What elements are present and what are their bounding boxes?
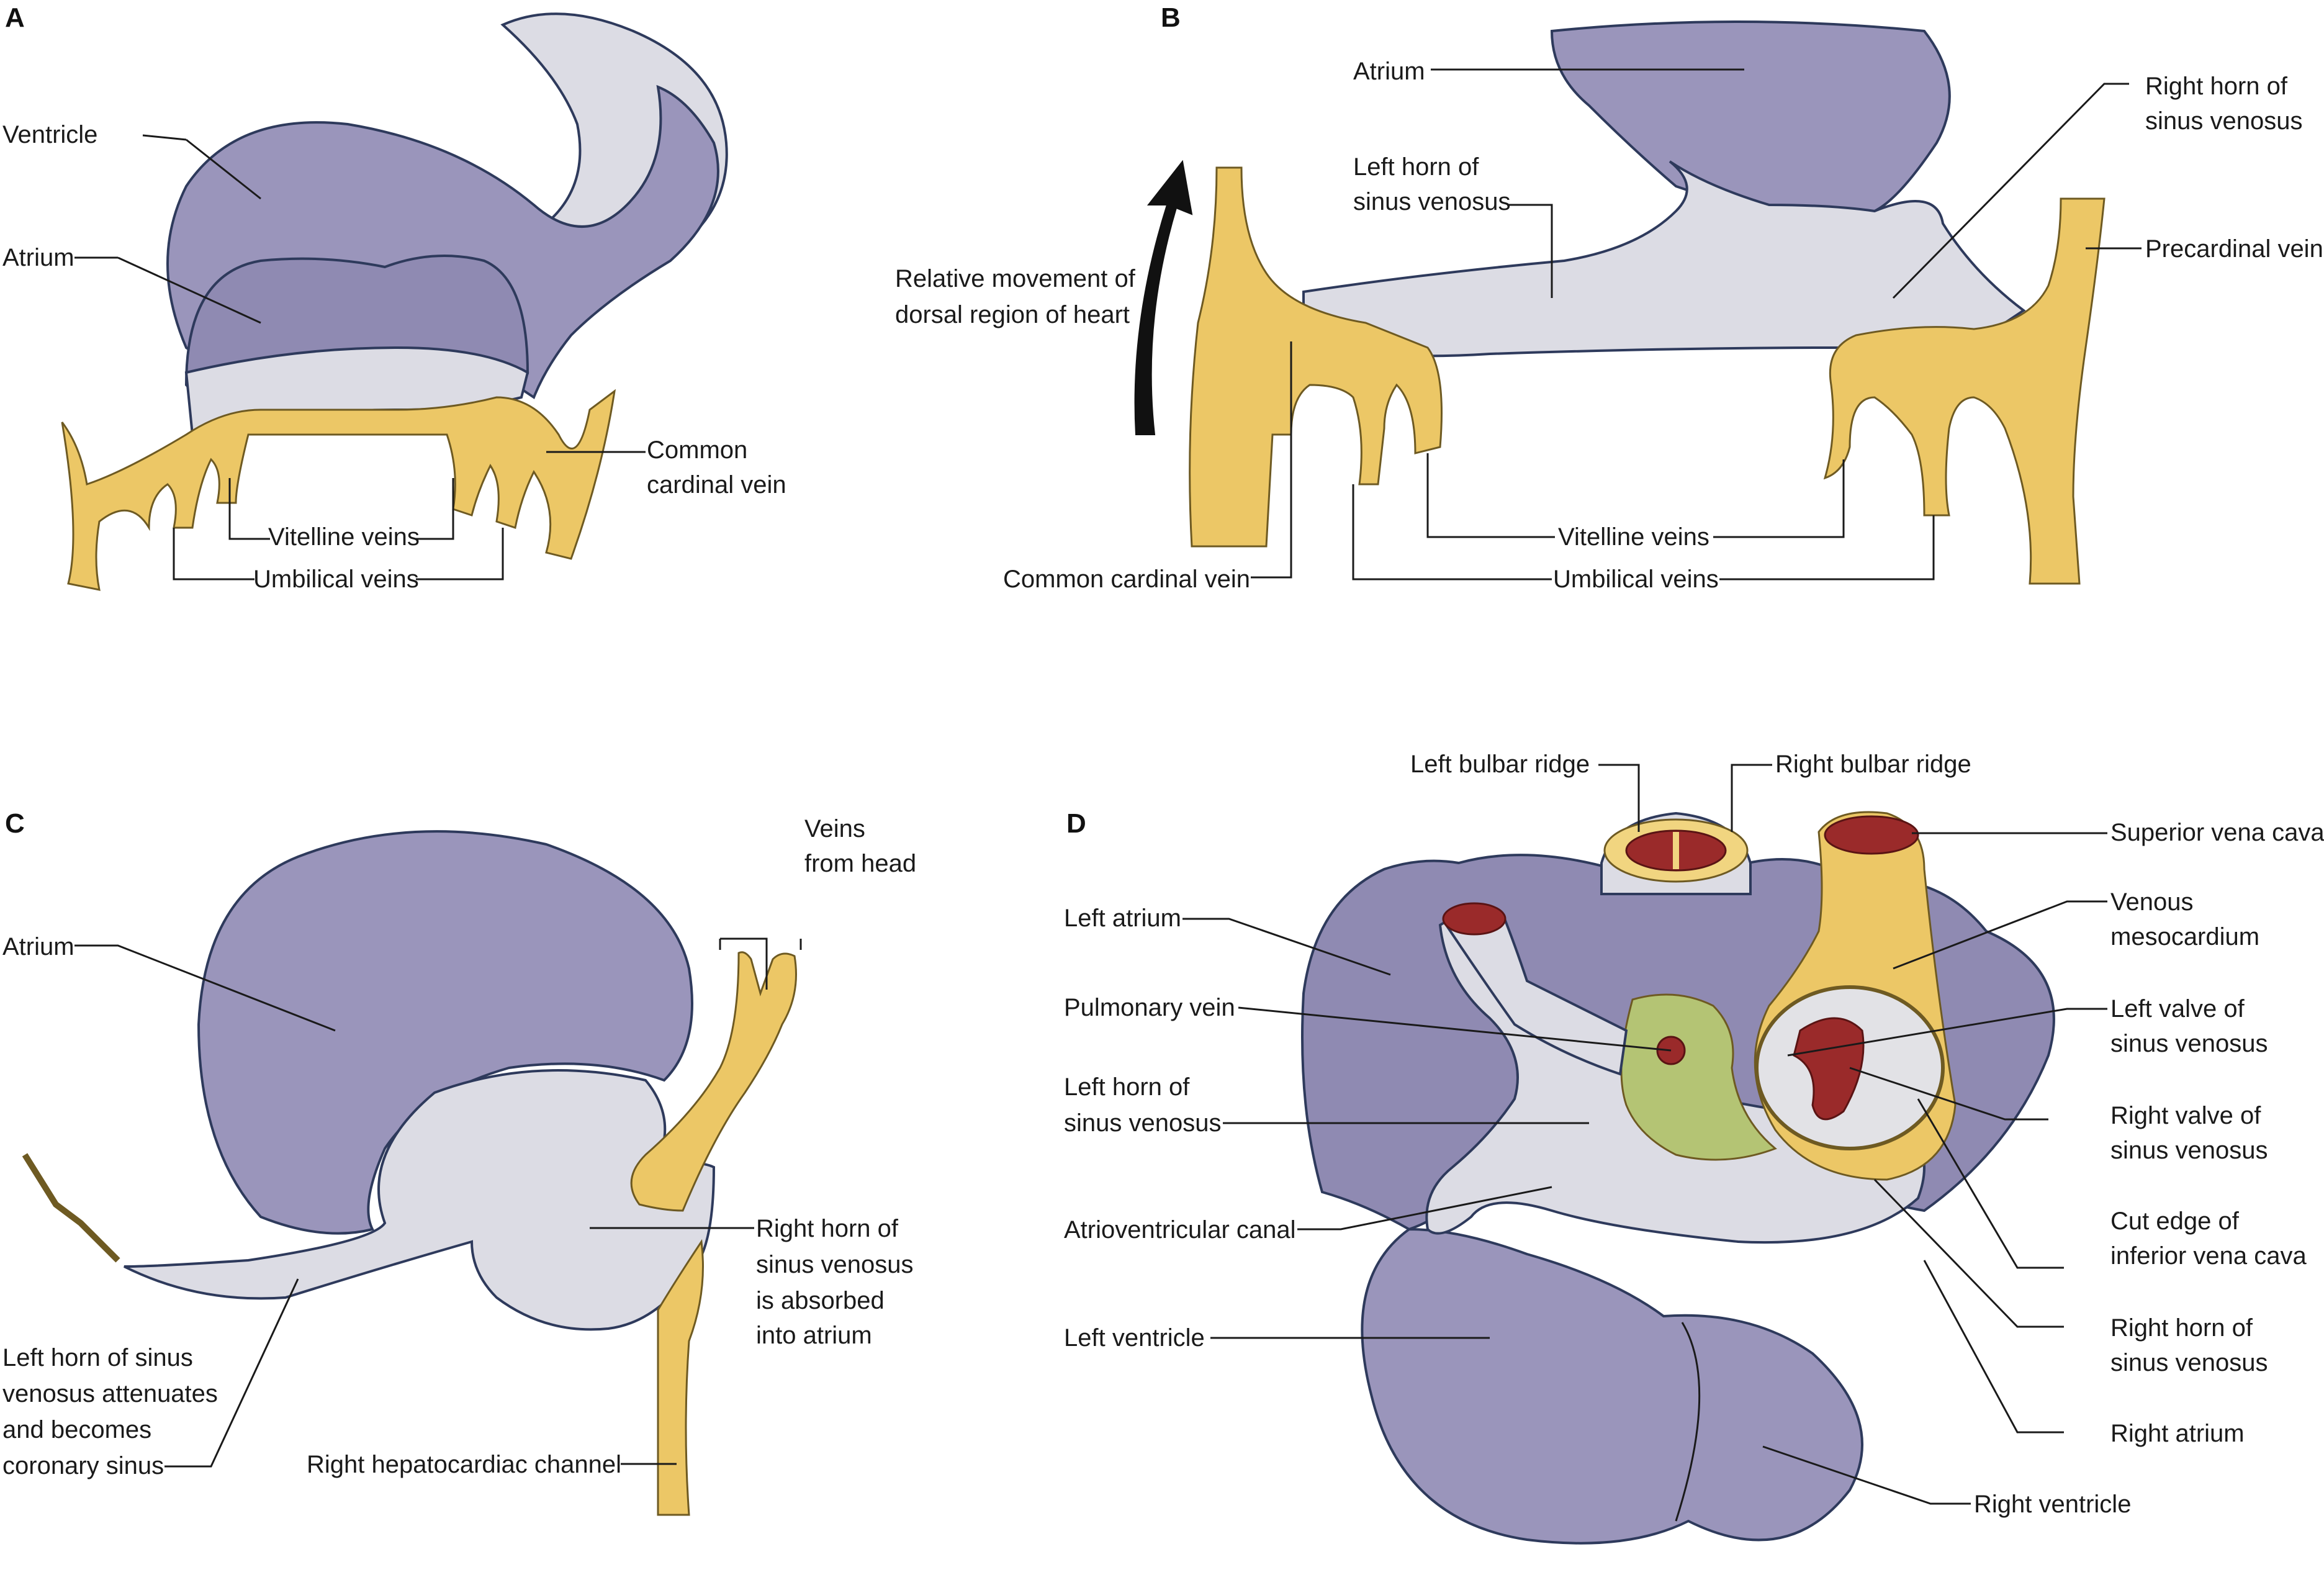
label-b-right-horn-2: sinus venosus [2145, 107, 2303, 135]
panel-c-hepatocardiac-channel [657, 1239, 704, 1516]
panel-d-ventricles [1361, 1227, 1863, 1545]
panel-b-right-veins [1823, 197, 2106, 585]
label-b-umbilical-veins: Umbilical veins [1553, 566, 1719, 593]
panel-c-atrium [197, 830, 693, 1235]
label-c-right-horn-2: sinus venosus [756, 1251, 914, 1278]
label-b-movement-1: Relative movement of [895, 265, 1135, 292]
panel-a-veins [61, 389, 616, 591]
label-b-precardinal-vein: Precardinal vein [2145, 235, 2323, 263]
label-b-movement-2: dorsal region of heart [895, 301, 1130, 328]
label-a-vitelline-veins: Vitelline veins [268, 523, 420, 551]
label-a-umbilical-veins: Umbilical veins [253, 566, 419, 593]
label-d-cut-edge-2: inferior vena cava [2110, 1242, 2307, 1270]
label-d-left-valve-1: Left valve of [2110, 995, 2245, 1023]
label-c-right-horn-1: Right horn of [756, 1215, 899, 1242]
panel-c-sinus-venosus [124, 1069, 716, 1331]
panel-c-drawing [22, 830, 802, 1516]
panel-a-drawing [61, 12, 728, 591]
label-d-venous-mesocardium-1: Venous [2110, 888, 2194, 916]
label-c-veins-from-head-2: from head [804, 850, 917, 877]
label-c-left-horn-2: venosus attenuates [2, 1380, 218, 1407]
label-d-right-valve-1: Right valve of [2110, 1102, 2261, 1129]
label-d-superior-vena-cava: Superior vena cava [2110, 819, 2324, 846]
label-d-right-horn-1: Right horn of [2110, 1314, 2253, 1342]
label-d-right-atrium: Right atrium [2110, 1420, 2245, 1447]
label-d-venous-mesocardium-2: mesocardium [2110, 923, 2260, 951]
label-c-left-horn-4: coronary sinus [2, 1452, 164, 1479]
label-b-vitelline-veins: Vitelline veins [1558, 523, 1709, 551]
label-c-left-horn-1: Left horn of sinus [2, 1344, 193, 1371]
label-d-right-ventricle: Right ventricle [1974, 1491, 2132, 1518]
label-a-common-cardinal-2: cardinal vein [647, 471, 786, 499]
label-c-atrium: Atrium [2, 933, 74, 960]
panel-b-sinus-venosus [1302, 160, 2026, 358]
label-d-left-bulbar-ridge: Left bulbar ridge [1410, 751, 1590, 778]
label-a-common-cardinal-1: Common [647, 436, 748, 464]
label-d-left-horn-1: Left horn of [1064, 1073, 1190, 1101]
panel-b-drawing [1134, 20, 2142, 585]
panel-d-drawing [1182, 764, 2107, 1545]
panel-d-venous-mesocardium [1620, 993, 1777, 1161]
label-b-left-horn-2: sinus venosus [1353, 188, 1511, 215]
panel-label-a: A [5, 2, 25, 33]
panel-label-c: C [5, 808, 25, 839]
label-c-hepatocardiac: Right hepatocardiac channel [307, 1451, 622, 1478]
label-c-left-horn-3: and becomes [2, 1416, 152, 1443]
label-c-right-horn-4: into atrium [756, 1322, 872, 1349]
panel-d-svc-opening [1824, 815, 1919, 855]
label-c-right-horn-3: is absorbed [756, 1287, 885, 1314]
label-b-atrium: Atrium [1353, 58, 1425, 85]
label-b-left-horn-1: Left horn of [1353, 153, 1479, 181]
label-d-cut-edge-1: Cut edge of [2110, 1208, 2239, 1235]
label-d-right-horn-2: sinus venosus [2110, 1349, 2268, 1376]
label-b-right-horn-1: Right horn of [2145, 73, 2288, 100]
panel-label-d: D [1066, 808, 1086, 839]
panel-c-coronary-sinus [22, 1153, 120, 1263]
panel-b-left-veins [1189, 166, 1443, 548]
panel-b-atrium [1550, 20, 1951, 215]
label-d-left-valve-2: sinus venosus [2110, 1030, 2268, 1057]
panel-b-movement-arrow [1134, 160, 1193, 435]
label-d-pulmonary-vein: Pulmonary vein [1064, 994, 1235, 1021]
label-d-left-horn-2: sinus venosus [1064, 1109, 1222, 1137]
label-d-left-atrium: Left atrium [1064, 905, 1181, 932]
label-d-right-bulbar-ridge: Right bulbar ridge [1775, 751, 1971, 778]
label-d-left-ventricle: Left ventricle [1064, 1324, 1205, 1352]
panel-c-veins-from-head [630, 951, 797, 1212]
panel-d-right-valve [1793, 1017, 1865, 1121]
label-d-right-valve-2: sinus venosus [2110, 1137, 2268, 1164]
label-a-atrium: Atrium [2, 244, 74, 271]
panel-label-b: B [1161, 2, 1181, 33]
label-b-common-cardinal-vein: Common cardinal vein [1003, 566, 1250, 593]
label-d-av-canal: Atrioventricular canal [1064, 1216, 1296, 1244]
label-c-veins-from-head-1: Veins [804, 815, 865, 842]
label-a-ventricle: Ventricle [2, 121, 98, 148]
